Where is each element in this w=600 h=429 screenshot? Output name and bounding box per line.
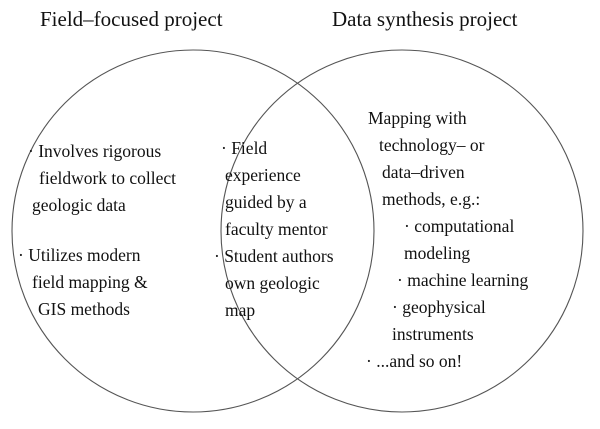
text-line: technology– or <box>379 135 485 155</box>
text-line: · Utilizes modern <box>18 245 141 265</box>
text-line: · Student authors <box>214 246 334 266</box>
text-line: data–driven <box>382 162 465 182</box>
text-line: map <box>225 300 256 320</box>
text-line: · Field <box>221 138 268 158</box>
text-line: guided by a <box>225 192 307 212</box>
text-line: · ...and so on! <box>366 351 463 371</box>
text-line: · geophysical <box>392 297 486 317</box>
text-line: · Involves rigorous <box>28 141 162 161</box>
text-line: field mapping & <box>32 272 148 292</box>
text-line: GIS methods <box>38 299 130 319</box>
text-line: · computational <box>404 216 515 236</box>
text-line: Mapping with <box>368 108 467 128</box>
left-circle <box>11 49 375 413</box>
left-only-item-2: · Utilizes modern field mapping & GIS me… <box>18 242 148 323</box>
right-circle <box>220 49 584 413</box>
text-line: experience <box>225 165 301 185</box>
text-line: fieldwork to collect <box>39 168 177 188</box>
text-line: own geologic <box>225 273 320 293</box>
text-line: faculty mentor <box>225 219 328 239</box>
text-line: methods, e.g.: <box>382 189 481 209</box>
text-line: instruments <box>392 324 474 344</box>
right-only-intro: Mapping with technology– or data–driven … <box>368 105 484 213</box>
left-set-title: Field–focused project <box>40 7 223 31</box>
intersection-item-2: · Student authors own geologic map <box>214 243 334 324</box>
left-only-item-1: · Involves rigorous fieldwork to collect… <box>28 138 176 219</box>
right-set-title: Data synthesis project <box>332 7 518 31</box>
text-line: geologic data <box>32 195 126 215</box>
text-line: modeling <box>404 243 471 263</box>
text-line: · machine learning <box>397 270 529 290</box>
right-only-sublist: · computational modeling · machine learn… <box>366 213 528 375</box>
intersection-item-1: · Field experience guided by a faculty m… <box>221 135 328 243</box>
